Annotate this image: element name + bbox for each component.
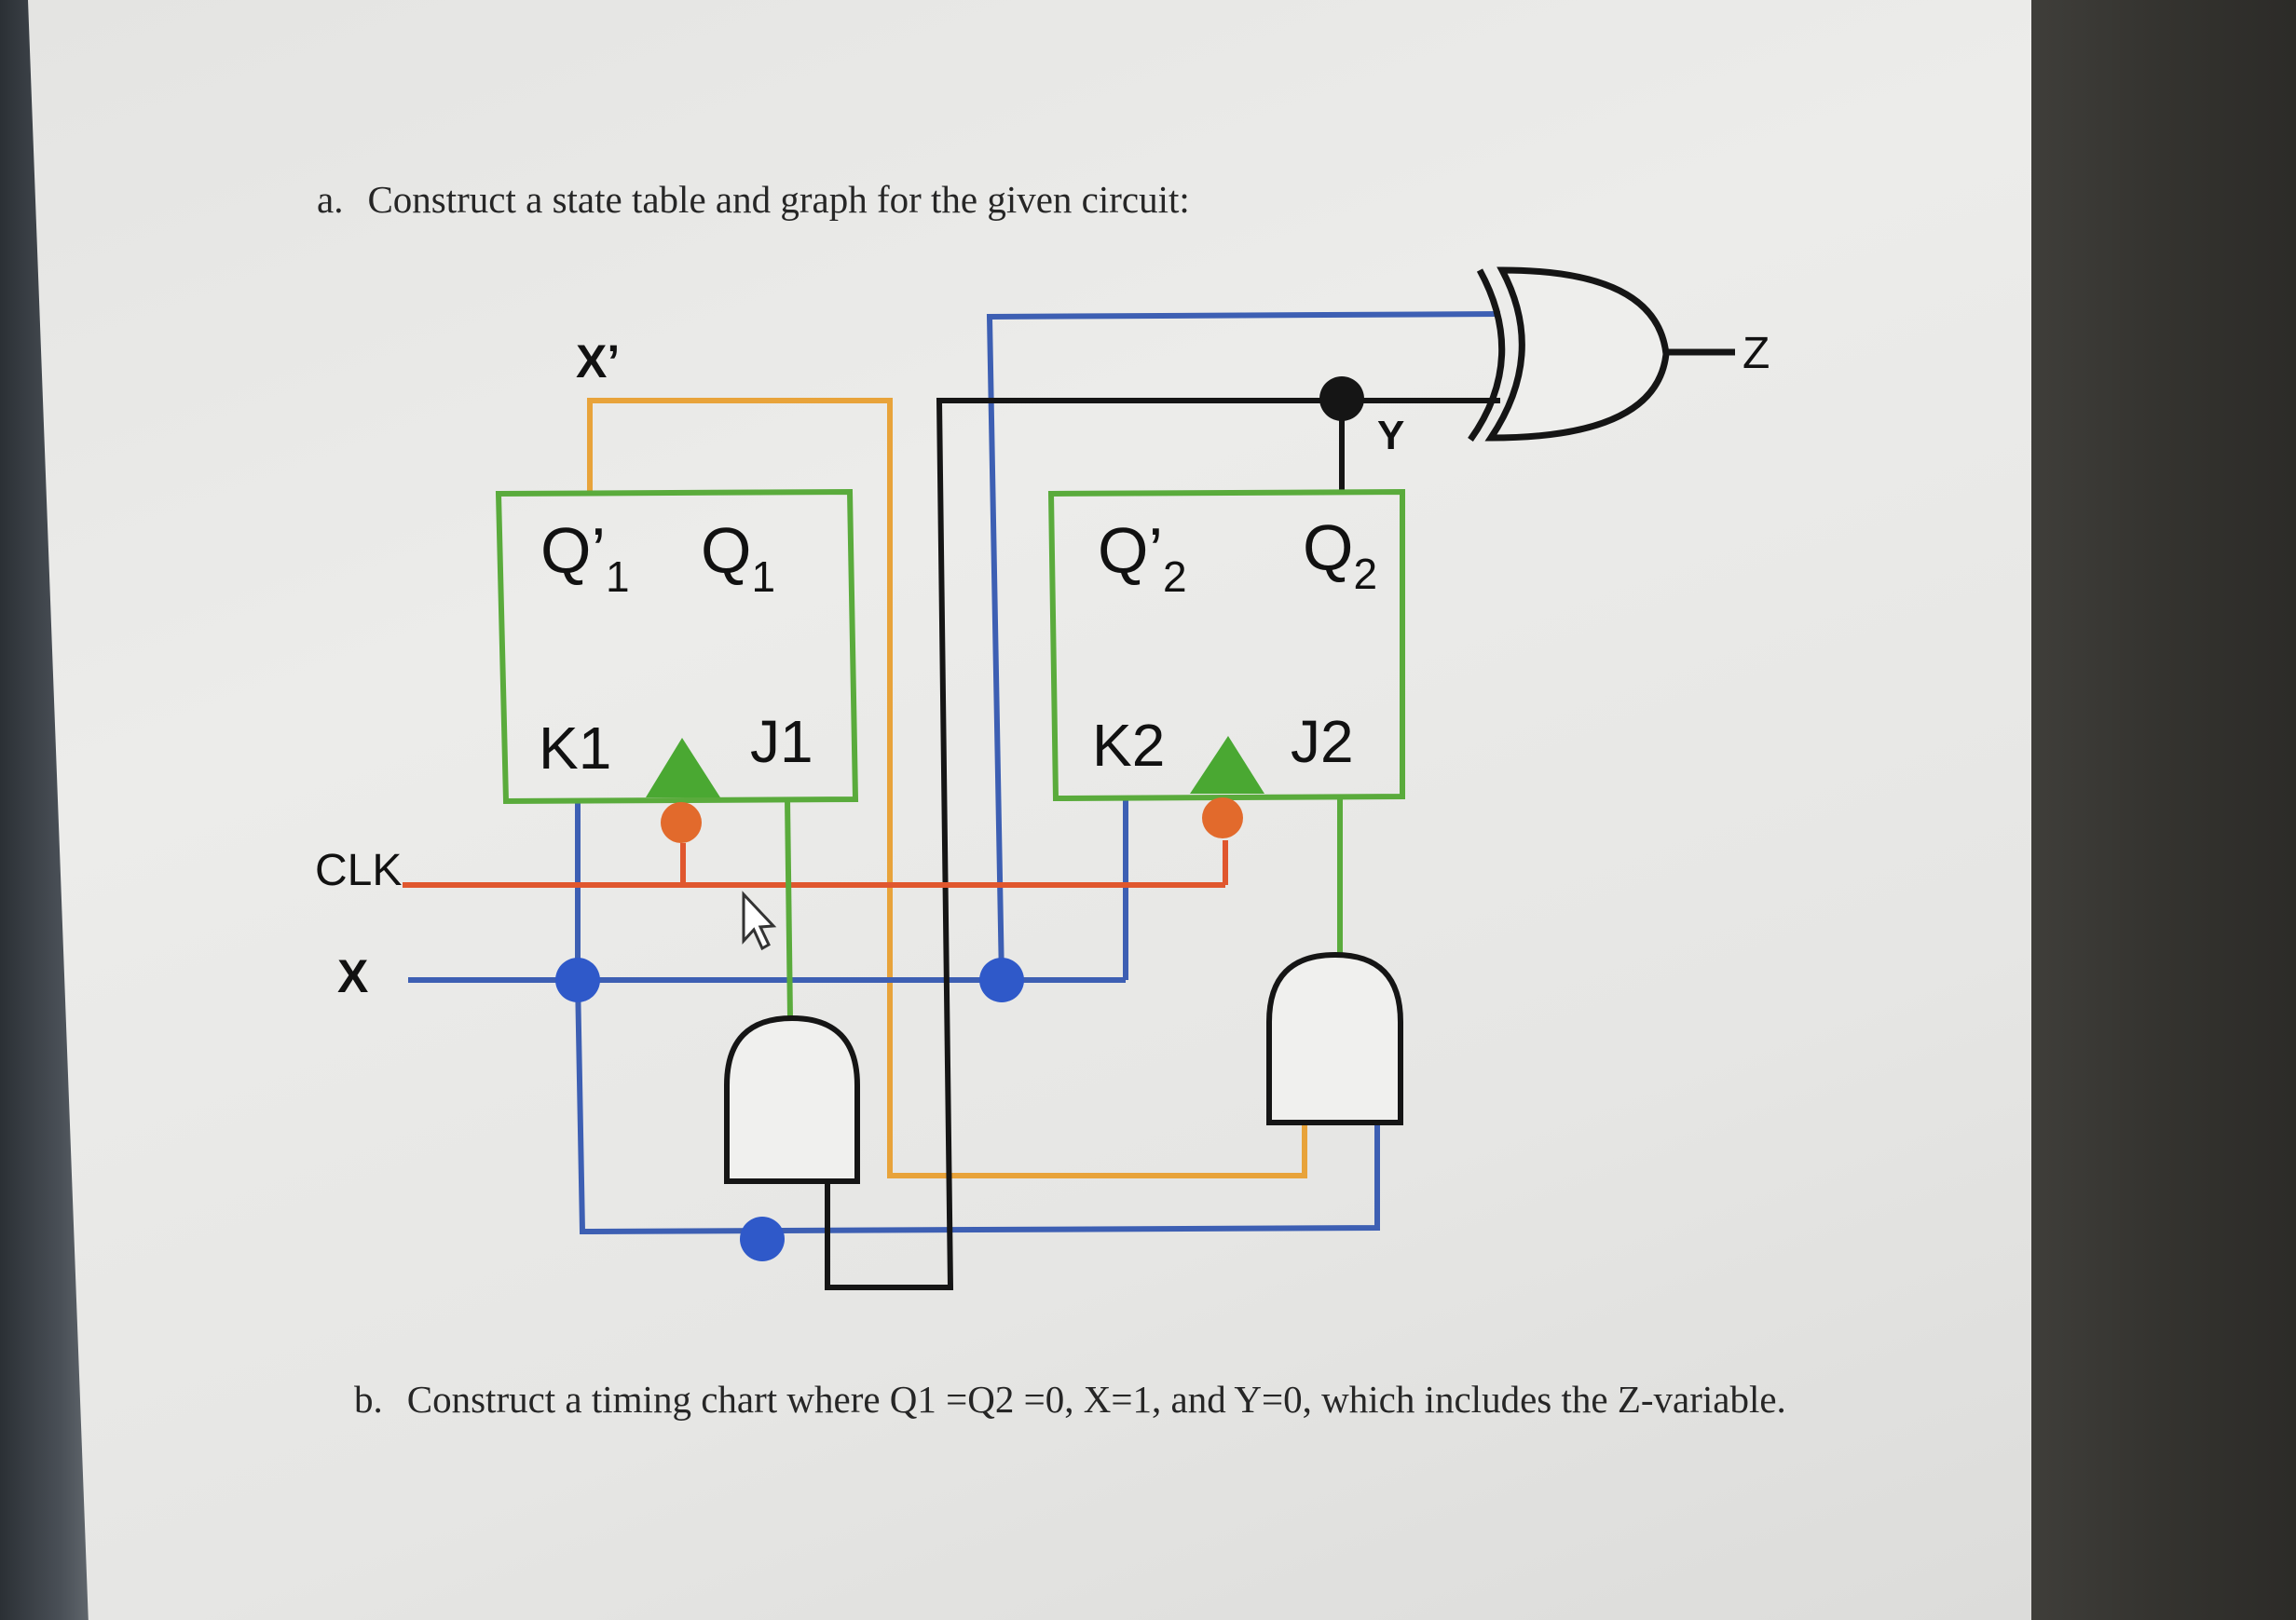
ff2-q-label: Q2 [1303, 511, 1377, 598]
x-junction-dot-left [555, 958, 600, 1002]
y-junction-dot [1319, 376, 1364, 421]
question-b-letter: b. [354, 1378, 383, 1421]
xor-gate [1468, 266, 1735, 442]
worksheet-page [28, 0, 2041, 1620]
monitor-bezel-right [2031, 0, 2296, 1620]
z-label: Z [1742, 329, 1770, 378]
ff1-clock-triangle [646, 738, 720, 797]
ff1-j-label: J1 [750, 708, 813, 775]
ff2-q-bar-label: Q’2 [1098, 514, 1187, 601]
ff2-j-label: J2 [1291, 708, 1354, 775]
and-gate-2 [1266, 951, 1403, 1125]
question-a-letter: a. [317, 178, 344, 221]
x-prime-wire [587, 398, 1307, 1178]
question-b: b. Construct a timing chart where Q1 =Q2 … [354, 1377, 1786, 1422]
x-label: X [337, 950, 368, 1002]
ff1-clock-bubble [661, 802, 702, 843]
x-junction-dot-bottom [740, 1217, 785, 1261]
clk-label: CLK [315, 846, 402, 895]
x-junction-dot-right [979, 958, 1024, 1002]
and-gate-1 [724, 1014, 860, 1287]
flip-flop-1: Q’1 Q1 K1 J1 [495, 488, 859, 843]
y-label: Y [1377, 413, 1404, 458]
mouse-pointer-icon [742, 891, 777, 951]
ff2-clock-bubble [1202, 797, 1243, 838]
ff2-clock-triangle [1190, 736, 1264, 794]
ff1-q-bar-label: Q’1 [540, 514, 630, 601]
question-a-text: Construct a state table and graph for th… [367, 178, 1190, 221]
ff2-k-label: K2 [1092, 712, 1165, 779]
ff1-k-label: K1 [539, 715, 611, 782]
ff1-q-label: Q1 [701, 514, 775, 601]
clk-wire [403, 840, 1228, 888]
question-b-text: Construct a timing chart where Q1 =Q2 =0… [406, 1378, 1786, 1421]
question-a: a. Construct a state table and graph for … [317, 177, 1190, 222]
j-wires [785, 798, 1343, 1019]
x-prime-label: X’ [576, 335, 620, 388]
flip-flop-2: Q’2 Q2 K2 J2 [1047, 488, 1405, 838]
y-wire [825, 398, 1500, 1290]
